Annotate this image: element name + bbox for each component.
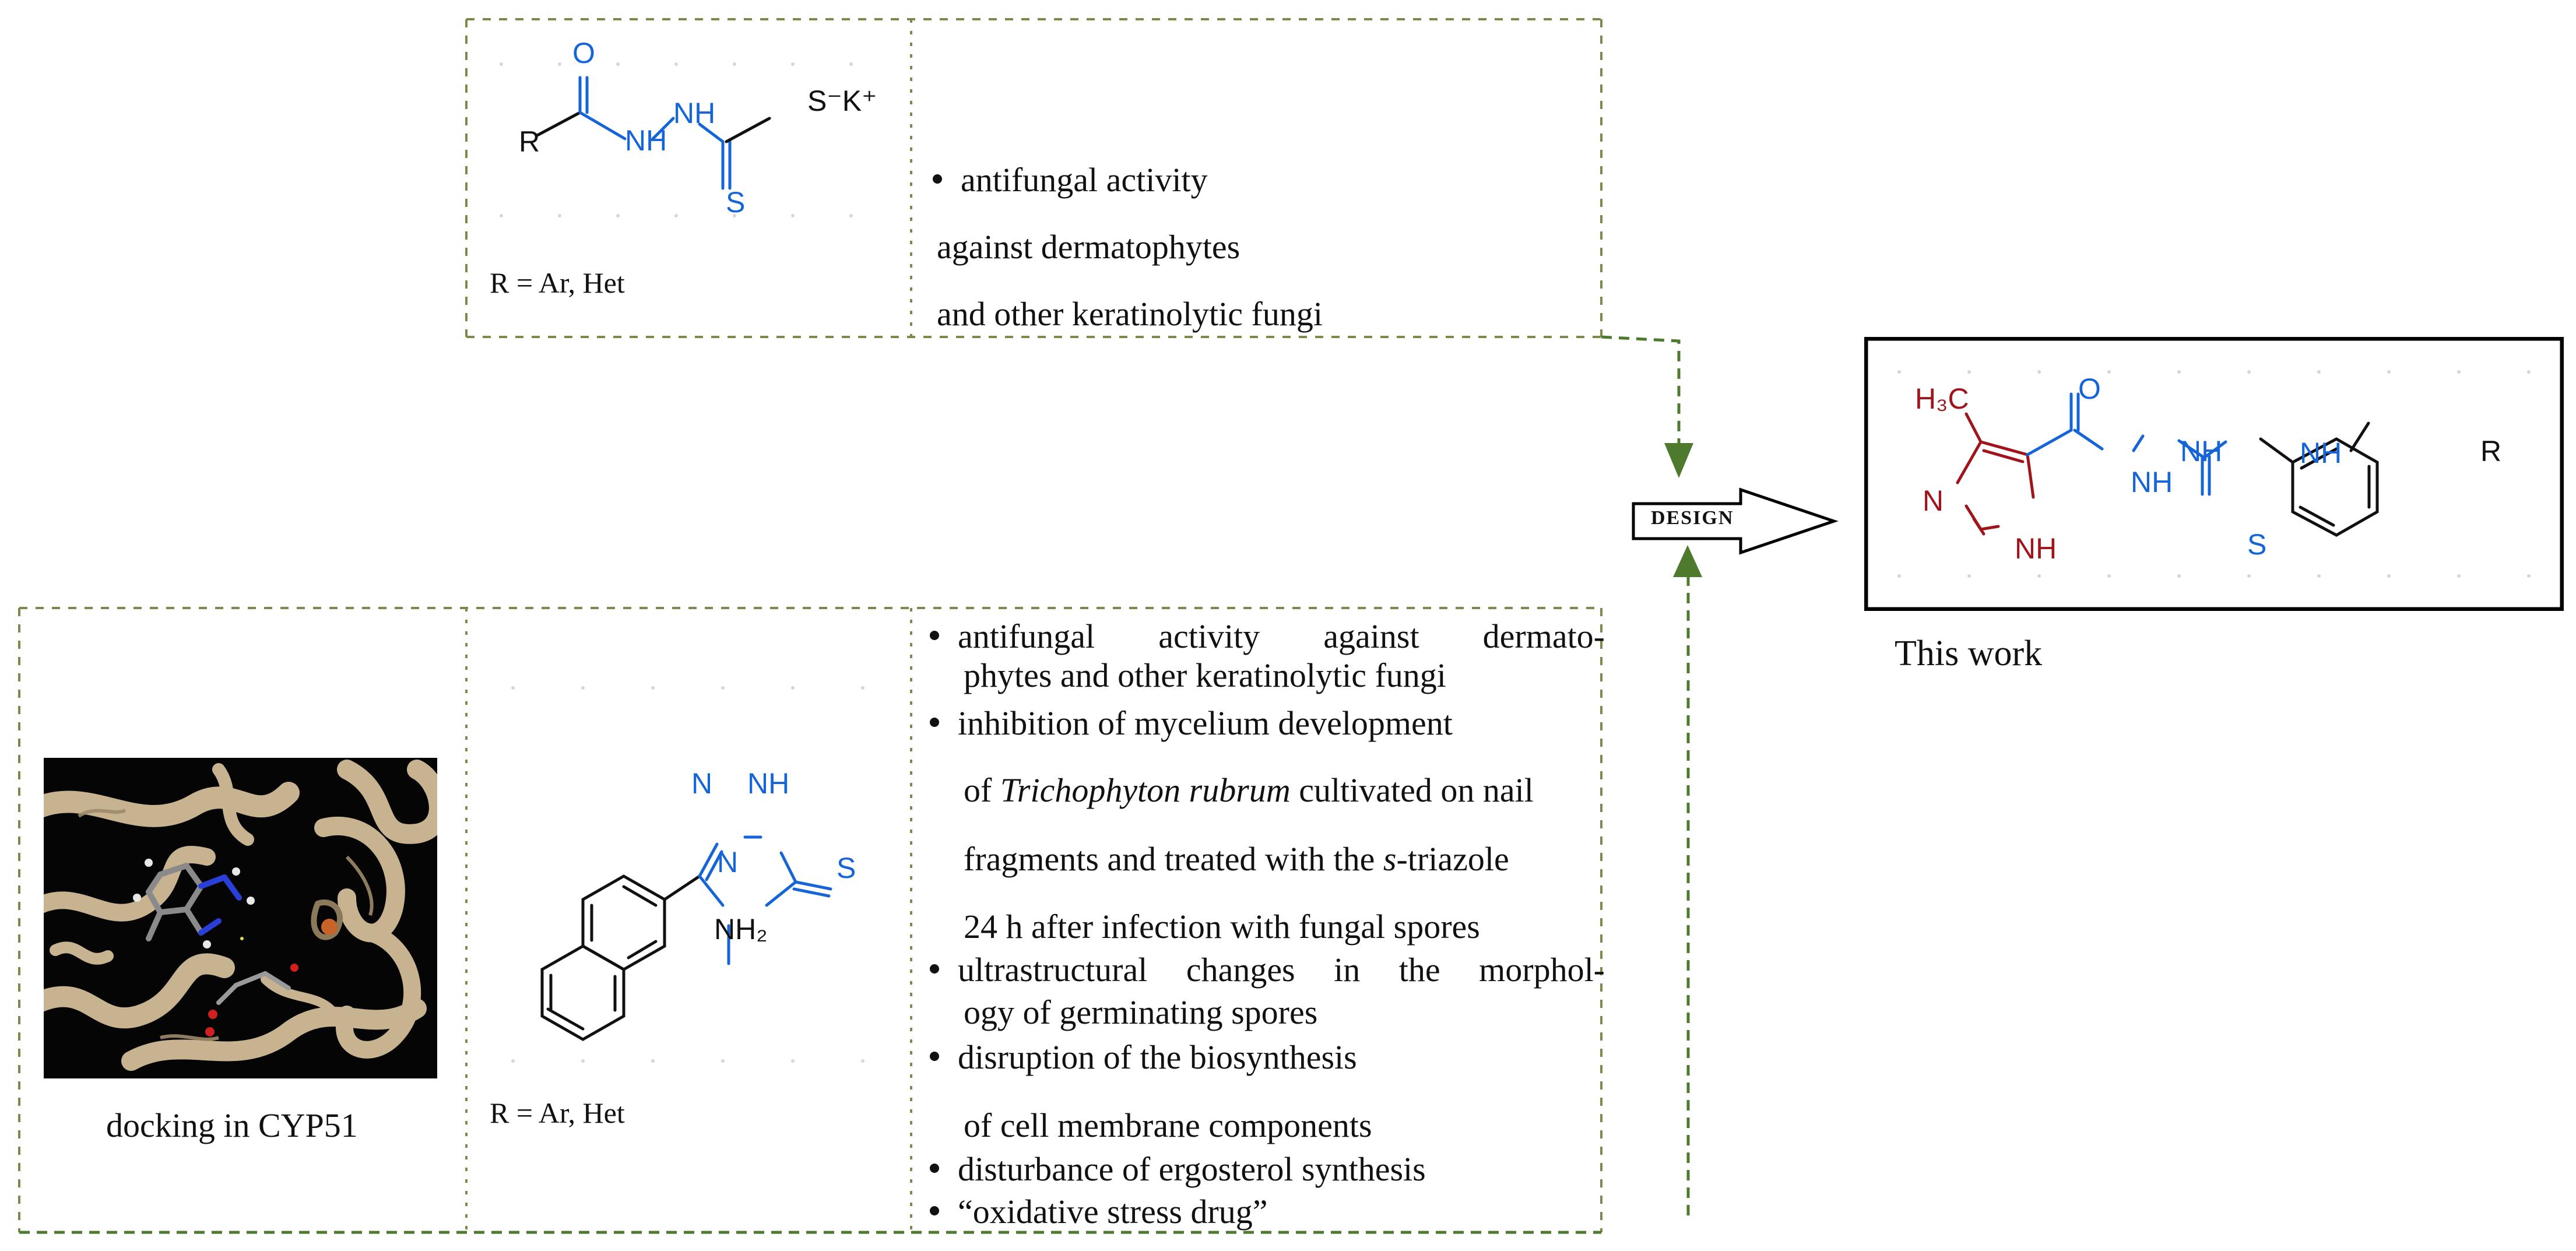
bottom-bullet-3-line-b: ogy of germinating spores bbox=[964, 993, 1318, 1031]
b2c-post: -triazole bbox=[1396, 840, 1509, 878]
target-atom-N: N bbox=[1923, 484, 1944, 517]
arrowhead-up bbox=[1673, 545, 1702, 577]
b2b-italic: Trichophyton rubrum bbox=[1000, 771, 1291, 809]
bottom-bullet-6-text: “oxidative stress drug” bbox=[958, 1193, 1268, 1231]
bottom-bullet-1-line-b: phytes and other keratinolytic fungi bbox=[964, 656, 1446, 694]
b2b-pre: of bbox=[964, 771, 1000, 809]
target-atom-NH1: NH bbox=[2131, 466, 2173, 498]
bullet-dot bbox=[930, 964, 939, 974]
target-atom-O: O bbox=[2078, 373, 2101, 405]
bottom-bullet-1-line-a: antifungal activity against dermato- bbox=[958, 617, 1605, 655]
bottom-bullet-5-text: disturbance of ergosterol synthesis bbox=[958, 1150, 1426, 1188]
target-atom-H3C: H₃C bbox=[1915, 382, 1969, 415]
bullet-dot bbox=[930, 1164, 939, 1173]
target-atom-S: S bbox=[2247, 528, 2267, 561]
target-atom-R: R bbox=[2480, 435, 2502, 468]
bottom-bullet-4-line-a: disruption of the biosynthesis bbox=[958, 1038, 1357, 1076]
triazole-atom-S: S bbox=[837, 852, 856, 884]
target-atom-NH-ring: NH bbox=[2015, 532, 2057, 565]
bottom-bullet-2-line-a: inhibition of mycelium development bbox=[958, 704, 1453, 742]
bottom-bullet-2-line-b: of Trichophyton rubrum cultivated on nai… bbox=[964, 771, 1534, 810]
bullet-dot bbox=[933, 174, 942, 184]
top-bullet-1-text: antifungal activity bbox=[961, 161, 1208, 199]
b2b-post: cultivated on nail bbox=[1290, 771, 1534, 809]
design-label: DESIGN bbox=[1651, 507, 1734, 529]
top-atom-SK: S⁻K⁺ bbox=[807, 85, 877, 117]
b2c-italic: s bbox=[1383, 840, 1397, 878]
bottom-bullet-3: ultrastructural changes in the morphol- bbox=[930, 950, 1605, 989]
top-r-label: R = Ar, Het bbox=[490, 266, 625, 299]
bottom-r-label: R = Ar, Het bbox=[490, 1097, 625, 1129]
top-atom-S: S bbox=[726, 186, 746, 219]
top-atom-NH2: NH bbox=[673, 97, 716, 129]
bottom-bullet-6: “oxidative stress drug” bbox=[930, 1192, 1268, 1231]
this-work-caption: This work bbox=[1895, 634, 2043, 673]
triazole-atom-NH: NH bbox=[747, 767, 790, 800]
bullet-dot bbox=[930, 1052, 939, 1061]
docking-image bbox=[44, 758, 437, 1078]
top-atom-NH1: NH bbox=[625, 124, 667, 157]
top-atom-O: O bbox=[572, 37, 595, 69]
bottom-bullet-2-line-d: 24 h after infection with fungal spores bbox=[964, 908, 1480, 946]
b2c-pre: fragments and treated with the bbox=[964, 840, 1383, 878]
triazole-structure bbox=[540, 835, 832, 1041]
bottom-bullet-3-line-a: ultrastructural changes in the morphol- bbox=[958, 951, 1605, 989]
bullet-dot bbox=[930, 718, 939, 727]
bottom-bullet-4-line-b: of cell membrane components bbox=[964, 1106, 1372, 1144]
bullet-dot bbox=[930, 1206, 939, 1215]
bottom-bullet-2: inhibition of mycelium development bbox=[930, 704, 1453, 743]
bottom-bullet-1: antifungal activity against dermato- bbox=[930, 617, 1605, 656]
triazole-atom-NH2: NH₂ bbox=[714, 913, 768, 946]
bottom-bullet-2-line-c: fragments and treated with the s-triazol… bbox=[964, 839, 1509, 878]
target-structure bbox=[1864, 337, 2564, 611]
top-line-2: against dermatophytes bbox=[937, 228, 1240, 266]
top-structure bbox=[535, 76, 771, 190]
bottom-bullet-4: disruption of the biosynthesis bbox=[930, 1038, 1357, 1077]
design-arrow bbox=[1632, 487, 1839, 555]
arrowhead-down bbox=[1664, 443, 1693, 478]
bottom-bullet-5: disturbance of ergosterol synthesis bbox=[930, 1150, 1426, 1189]
top-atom-R: R bbox=[519, 125, 540, 158]
docking-caption: docking in CYP51 bbox=[106, 1106, 358, 1144]
triazole-atom-N4: N bbox=[717, 846, 739, 878]
top-line-3: and other keratinolytic fungi bbox=[937, 295, 1323, 333]
triazole-atom-N1: N bbox=[691, 767, 713, 800]
top-bullet-1: antifungal activity bbox=[933, 160, 1208, 199]
target-atom-NH3: NH bbox=[2300, 437, 2342, 469]
target-atom-NH2: NH bbox=[2180, 435, 2223, 468]
bullet-dot bbox=[930, 631, 939, 640]
